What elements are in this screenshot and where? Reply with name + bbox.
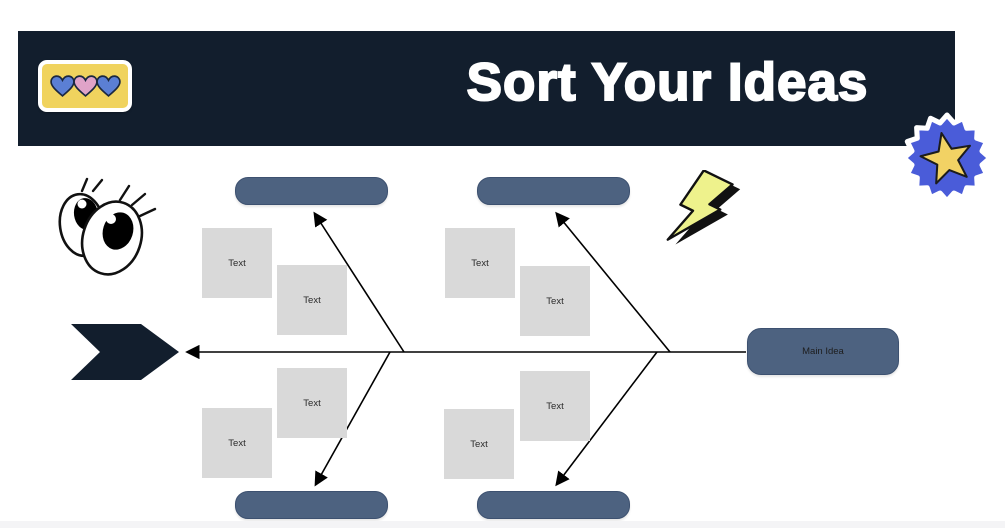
hearts-sticker xyxy=(38,60,132,112)
text-box-label: Text xyxy=(470,438,488,450)
canvas-bottom-edge xyxy=(0,521,1005,528)
googly-eyes-icon xyxy=(58,177,157,276)
text-box[interactable]: Text xyxy=(520,371,590,441)
text-box-label: Text xyxy=(303,294,321,306)
heart-icon xyxy=(95,75,121,97)
text-box-label: Text xyxy=(546,400,564,412)
text-box-label: Text xyxy=(228,257,246,269)
text-box-label: Text xyxy=(471,257,489,269)
page-title: Sort Your Ideas xyxy=(466,52,869,113)
header-banner xyxy=(18,31,955,146)
main-idea-label: Main Idea xyxy=(802,346,844,357)
text-box[interactable]: Text xyxy=(277,368,347,438)
category-pill-top-right[interactable] xyxy=(477,177,630,205)
text-box-label: Text xyxy=(546,295,564,307)
category-pill-bottom-right[interactable] xyxy=(477,491,630,519)
text-box[interactable]: Text xyxy=(444,409,514,479)
text-box[interactable]: Text xyxy=(202,408,272,478)
lightning-icon xyxy=(666,170,741,245)
fish-head-shape xyxy=(71,324,179,380)
text-box-label: Text xyxy=(228,437,246,449)
text-box[interactable]: Text xyxy=(277,265,347,335)
category-pill-top-left[interactable] xyxy=(235,177,388,205)
star-badge-icon xyxy=(901,112,993,204)
category-pill-bottom-left[interactable] xyxy=(235,491,388,519)
main-idea-node[interactable]: Main Idea xyxy=(747,328,899,375)
text-box[interactable]: Text xyxy=(520,266,590,336)
text-box[interactable]: Text xyxy=(445,228,515,298)
text-box-label: Text xyxy=(303,397,321,409)
text-box[interactable]: Text xyxy=(202,228,272,298)
